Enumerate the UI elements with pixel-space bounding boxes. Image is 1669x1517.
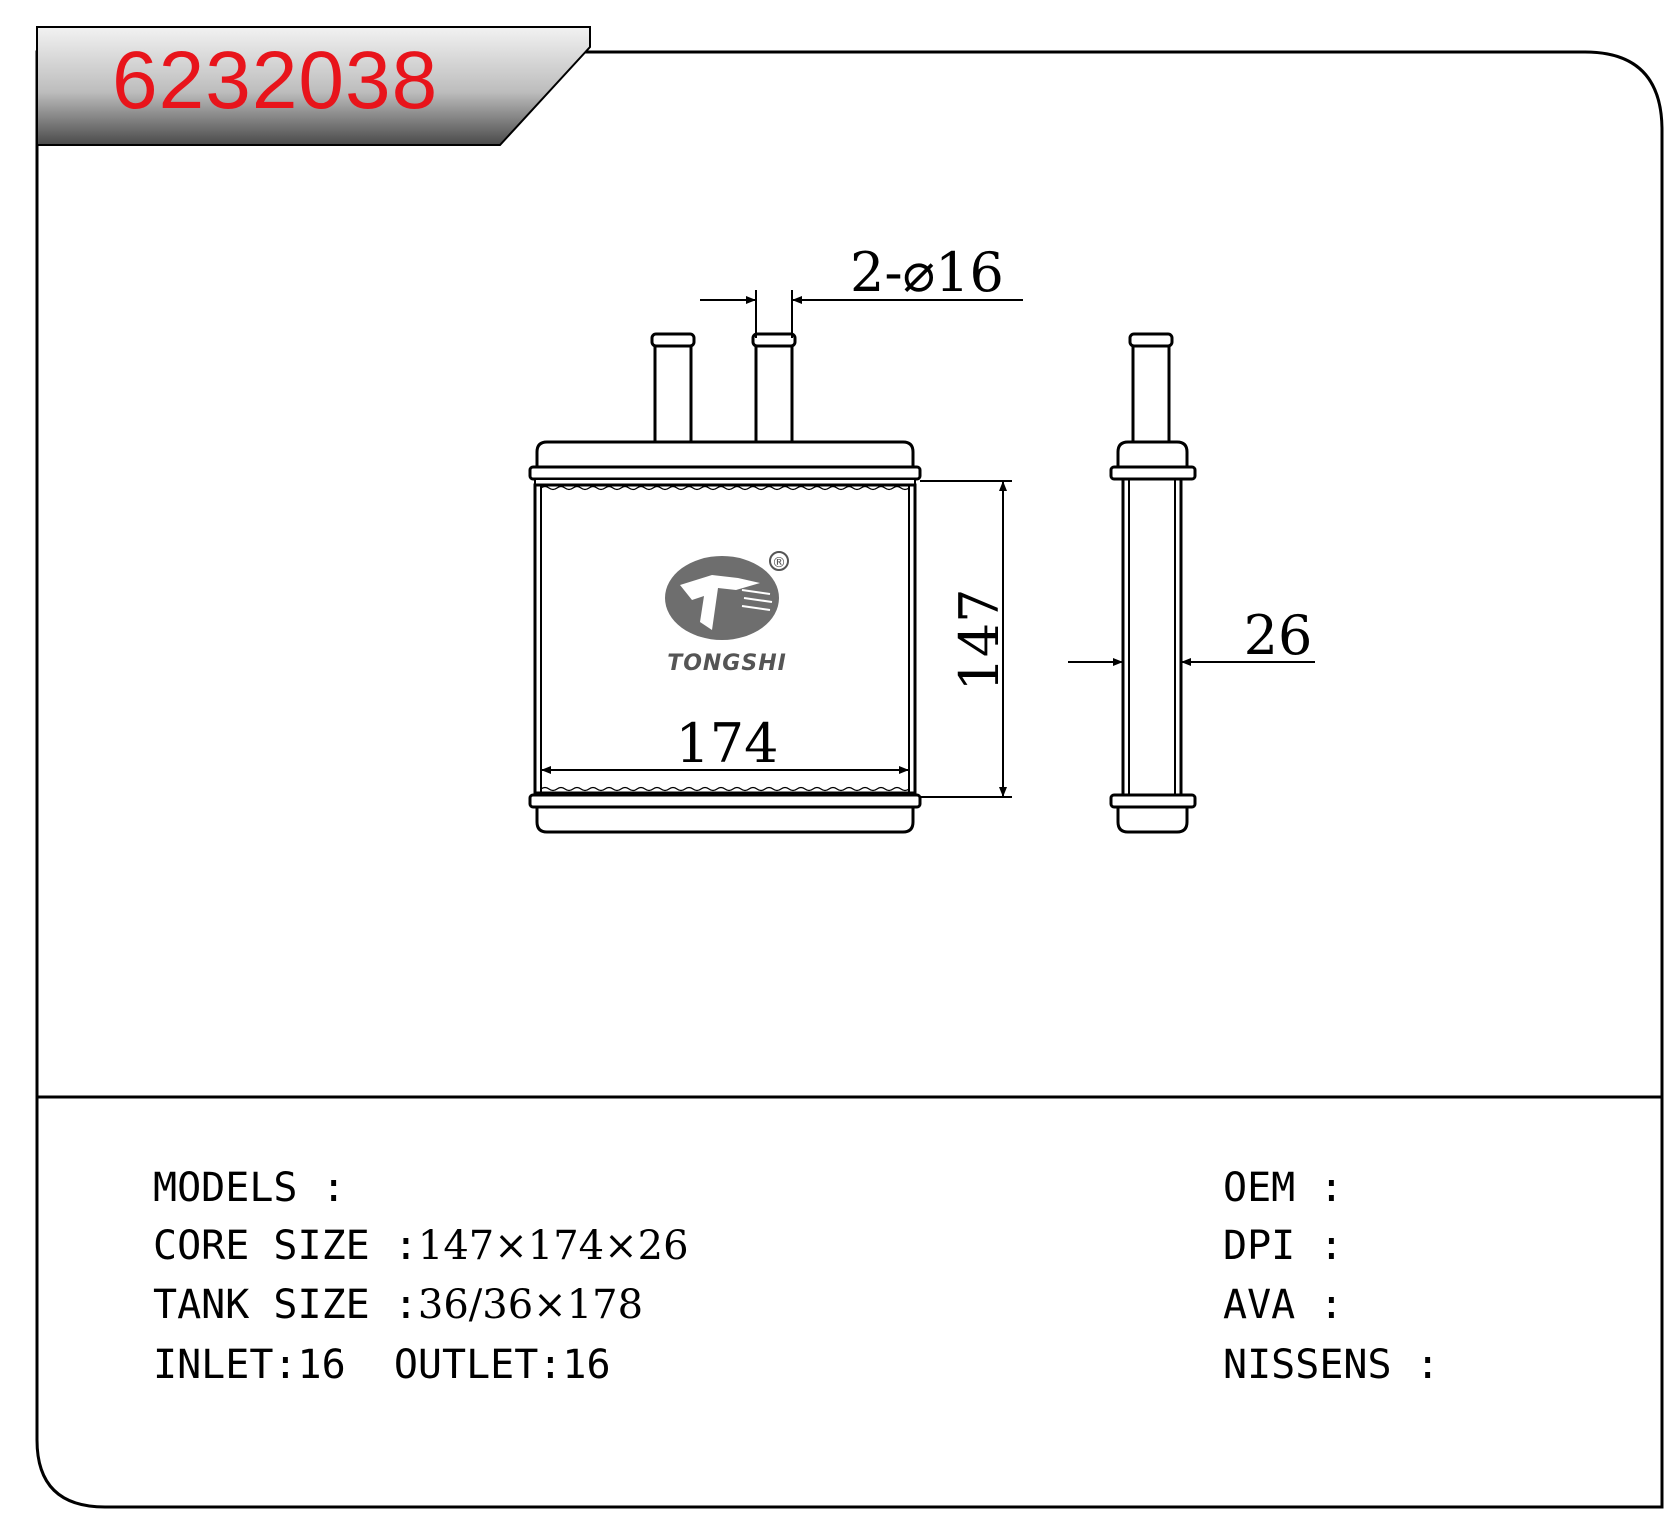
- spec-tank-size: TANK SIZE :36/36×178: [153, 1285, 643, 1325]
- side-upper-tank: [1116, 440, 1189, 469]
- lower-tank: [535, 805, 915, 834]
- spec-inlet-outlet: INLET:16 OUTLET:16: [153, 1345, 611, 1385]
- width-label: 174: [675, 712, 778, 775]
- heater-core-side-view: [1109, 332, 1197, 834]
- spec-label: AVA :: [1223, 1282, 1344, 1328]
- outlet-pipe: [751, 332, 797, 446]
- spec-value: 147×174×26: [417, 1223, 689, 1269]
- sheet-border: [35, 50, 1664, 1509]
- spec-label: OEM :: [1223, 1165, 1344, 1211]
- side-pipe: [1131, 342, 1171, 446]
- heater-core-front-view: [528, 332, 922, 834]
- inlet-pipe: [650, 332, 696, 446]
- spec-label: MODELS :: [153, 1165, 346, 1211]
- spec-oem: OEM :: [1223, 1168, 1343, 1208]
- spec-label: NISSENS :: [1223, 1342, 1440, 1388]
- lower-header-plate: [528, 793, 922, 809]
- side-core: [1121, 477, 1183, 797]
- spec-core-size: CORE SIZE :147×174×26: [153, 1226, 689, 1266]
- part-number-tab: [36, 26, 591, 146]
- depth-label: 26: [1244, 604, 1313, 667]
- spec-models: MODELS :: [153, 1168, 346, 1208]
- spec-value: 36/36×178: [417, 1282, 644, 1328]
- spec-ava: AVA :: [1223, 1285, 1343, 1325]
- tongshi-logo: ® TONGSHI: [665, 551, 789, 676]
- spec-label: TANK SIZE :: [153, 1282, 418, 1328]
- part-number: 6232038: [112, 35, 439, 126]
- logo-text: TONGSHI: [667, 651, 787, 676]
- logo-wing: [680, 575, 760, 630]
- spec-label: DPI :: [1223, 1223, 1344, 1269]
- spec-nissens: NISSENS :: [1223, 1345, 1440, 1385]
- upper-header-plate: [528, 465, 922, 481]
- pipe-diameter-dimension: [700, 290, 1023, 338]
- registered-mark-circle: [769, 551, 789, 571]
- spec-label: CORE SIZE :: [153, 1223, 418, 1269]
- pipe-diameter-label: 2-⌀16: [850, 241, 1004, 304]
- logo-emblem: [665, 556, 779, 640]
- side-lower-tank: [1116, 805, 1189, 834]
- height-dimension: [920, 480, 1012, 798]
- height-label: 147: [948, 588, 1011, 691]
- upper-tank: [535, 440, 915, 469]
- registered-mark: ®: [772, 555, 786, 571]
- spec-dpi: DPI :: [1223, 1226, 1343, 1266]
- spec-label: INLET:16 OUTLET:16: [153, 1342, 611, 1388]
